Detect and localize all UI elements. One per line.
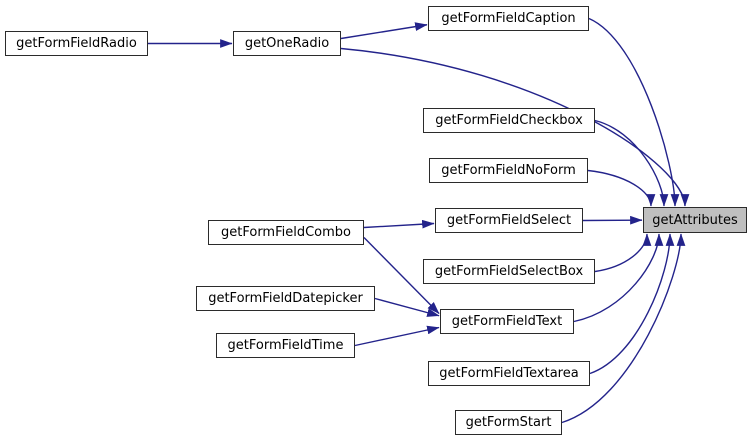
edge-getFormFieldCombo-to-getFormFieldSelect	[363, 219, 435, 229]
edge-getOneRadio-to-getFormFieldCaption	[340, 22, 428, 40]
node-getFormFieldSelectBox[interactable]: getFormFieldSelectBox	[423, 259, 595, 284]
edge-getFormFieldSelectBox-to-getAttributes	[594, 233, 652, 273]
edge-getFormFieldCheckbox-to-getAttributes	[594, 119, 669, 207]
node-getFormFieldText[interactable]: getFormFieldText	[440, 309, 574, 334]
node-getAttributes: getAttributes	[643, 207, 747, 233]
node-getFormFieldDatepicker[interactable]: getFormFieldDatepicker	[196, 286, 375, 311]
edge-getFormFieldTime-to-getFormFieldText	[354, 325, 440, 347]
node-getFormFieldRadio[interactable]: getFormFieldRadio	[5, 31, 148, 56]
node-getFormFieldCaption[interactable]: getFormFieldCaption	[428, 6, 589, 31]
node-getFormFieldCheckbox[interactable]: getFormFieldCheckbox	[423, 108, 595, 133]
node-getFormFieldTime[interactable]: getFormFieldTime	[216, 333, 355, 358]
node-getFormFieldTextarea[interactable]: getFormFieldTextarea	[428, 361, 590, 386]
node-getFormStart[interactable]: getFormStart	[455, 410, 562, 435]
node-getFormFieldNoForm[interactable]: getFormFieldNoForm	[429, 158, 588, 183]
node-getOneRadio[interactable]: getOneRadio	[233, 31, 341, 56]
node-getFormFieldCombo[interactable]: getFormFieldCombo	[208, 220, 364, 245]
node-getFormFieldSelect[interactable]: getFormFieldSelect	[435, 208, 583, 233]
edge-getFormFieldDatepicker-to-getFormFieldText	[374, 297, 440, 317]
edge-getFormFieldCaption-to-getAttributes	[588, 17, 680, 207]
edge-getFormFieldNoForm-to-getAttributes	[587, 169, 656, 207]
edge-getFormFieldTextarea-to-getAttributes	[589, 233, 675, 375]
